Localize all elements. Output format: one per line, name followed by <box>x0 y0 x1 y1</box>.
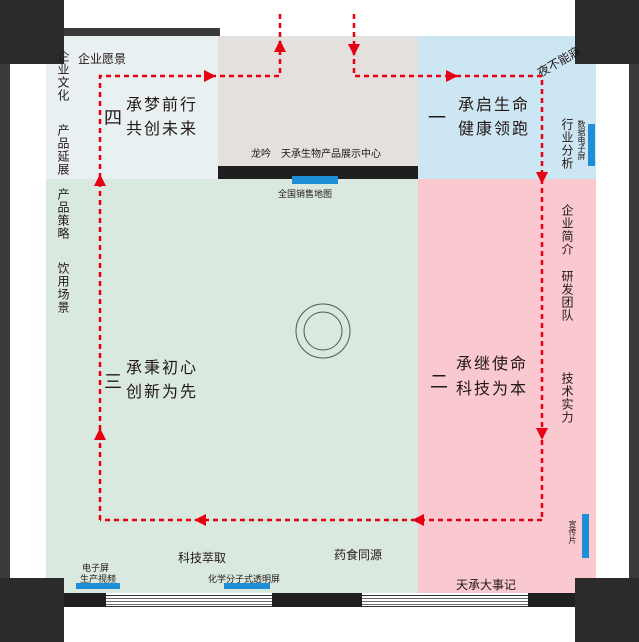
molecule-screen <box>224 583 270 589</box>
route-arrow-left-bottom-1 <box>412 514 424 526</box>
bottom-wall-left <box>60 593 106 607</box>
center-circle-outer <box>295 303 351 359</box>
route-arrow-down-right-2 <box>536 428 548 440</box>
tech-label: 技术实力 <box>560 372 574 424</box>
zone-two-line2: 科技为本 <box>456 379 529 398</box>
intro-label: 企业简介 <box>560 204 574 256</box>
bottom-window-right <box>362 595 528 607</box>
zone-four-area <box>46 36 218 179</box>
bottom-wall-mid <box>272 593 362 607</box>
route-arrow-right-top-right <box>446 70 458 82</box>
route-arrow-up-left-2 <box>94 174 106 186</box>
sales-map-screen <box>292 176 338 184</box>
route-arrow-up-left-1 <box>94 428 106 440</box>
digital-screen-label: 数据电子屏 <box>577 120 586 160</box>
industry-label: 行业分析 <box>560 118 574 170</box>
production-label: 生产视频 <box>80 575 117 585</box>
zone-four-line1: 承梦前行 <box>126 95 199 114</box>
zone-one-area <box>418 36 596 179</box>
entrance-wall <box>218 166 418 179</box>
extension-label: 产品延展 <box>56 124 70 176</box>
route-arrow-down-right-1 <box>536 172 548 184</box>
events-label: 天承大事记 <box>456 578 517 592</box>
zone-one-line1: 承启生命 <box>458 95 531 114</box>
route-line-left <box>98 74 212 520</box>
route-arrow-down-entry <box>348 44 360 56</box>
route-line-right <box>456 74 544 520</box>
zone-three-area <box>46 179 418 593</box>
route-arrow-up-exit <box>274 40 286 52</box>
drink-label: 饮用场景 <box>56 262 70 314</box>
zone-one-line2: 健康领跑 <box>458 119 531 138</box>
zone-one-number: 一 <box>428 108 446 129</box>
pillar-bottom-left <box>0 578 64 642</box>
digital-screen <box>588 124 595 166</box>
route-line-exit <box>212 14 282 78</box>
zone-four-line2: 共创未来 <box>126 119 199 138</box>
zone-two-line1: 承继使命 <box>456 354 529 373</box>
route-arrow-left-bottom-2 <box>194 514 206 526</box>
sales-map-label: 全国销售地图 <box>278 190 333 200</box>
brochure-label: 宣传片 <box>568 520 577 544</box>
entrance-hall-area <box>218 36 418 166</box>
zone-four-number: 四 <box>104 108 122 129</box>
zone-two-number: 二 <box>430 372 448 393</box>
route-line-entry <box>352 14 456 78</box>
strategy-label: 产品策略 <box>56 188 70 240</box>
bottom-wall-right <box>528 593 578 607</box>
zone-three-line2: 创新为先 <box>126 382 199 401</box>
production-video-screen <box>76 583 120 589</box>
homology-label: 药食同源 <box>334 548 383 562</box>
right-wall <box>629 64 639 578</box>
left-wall <box>0 64 10 578</box>
extraction-label: 科技萃取 <box>178 551 227 565</box>
pillar-top-left <box>0 0 64 64</box>
molecule-label: 化学分子式透明屏 <box>208 575 281 585</box>
brochure-screen <box>582 514 589 558</box>
culture-label: 企业文化 <box>56 50 70 102</box>
center-circle-inner <box>303 311 343 351</box>
top-wall-left <box>60 28 220 36</box>
page-title: 龙吟 天承生物产品展示中心 <box>251 149 381 160</box>
pillar-bottom-right <box>575 578 639 642</box>
pillar-top-right <box>575 0 639 64</box>
zone-three-line1: 承秉初心 <box>126 358 199 377</box>
vision-label: 企业愿景 <box>78 52 127 66</box>
bottom-window-left <box>106 595 272 607</box>
route-arrow-right-top-left <box>204 70 216 82</box>
screen-label: 电子屏 <box>82 564 110 574</box>
rnd-label: 研发团队 <box>560 270 574 322</box>
zone-two-area <box>418 179 596 593</box>
zone-three-number: 三 <box>104 372 122 393</box>
